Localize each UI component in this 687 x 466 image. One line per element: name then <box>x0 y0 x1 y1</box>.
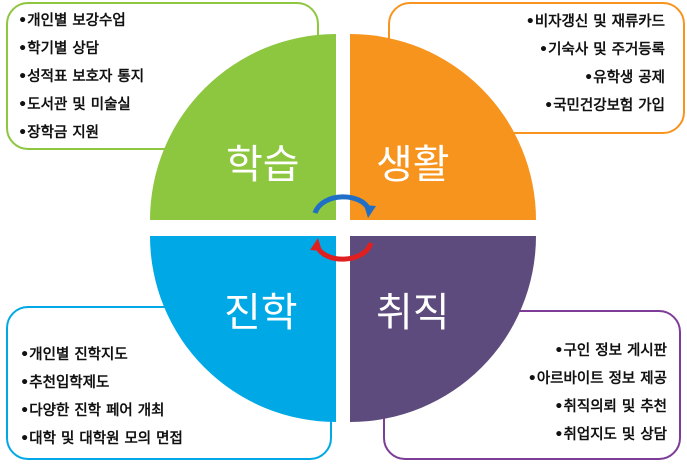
learning-item: •학기별 상담 <box>18 41 100 57</box>
employment-item: •구인 정보 게시판 <box>554 343 667 359</box>
cycle-arrow-bottom-head-icon <box>310 238 322 251</box>
living-item-list: •비자갱신 및 재류카드 •기숙사 및 주거등록 •유학생 공제 •국민건강보험… <box>526 8 665 120</box>
advancement-item: •추천입학제도 <box>20 375 110 391</box>
cycle-arrow-bottom-icon <box>314 241 374 262</box>
employment-quadrant <box>350 236 536 422</box>
cycle-arrow-top-icon <box>312 194 372 215</box>
learning-item: •성적표 보호자 통지 <box>18 69 145 85</box>
cycle-arrow-top-head-icon <box>364 205 376 218</box>
living-item: •비자갱신 및 재류카드 <box>525 14 665 30</box>
living-item: •국민건강보험 가입 <box>543 98 665 114</box>
learning-item: •개인별 보강수업 <box>18 13 126 29</box>
advancement-item: •다양한 진학 페어 개최 <box>20 403 165 419</box>
living-title: 생활 <box>376 142 450 188</box>
living-item: •기숙사 및 주거등록 <box>538 42 665 58</box>
employment-title: 취직 <box>376 290 450 336</box>
advancement-quadrant <box>150 236 336 422</box>
living-item: •유학생 공제 <box>583 70 665 86</box>
learning-item-list: •개인별 보강수업 •학기별 상담 •성적표 보호자 통지 •도서관 및 미술실… <box>18 7 144 147</box>
advancement-title: 진학 <box>224 290 298 336</box>
learning-title: 학습 <box>226 142 300 188</box>
employment-item: •아르바이트 정보 제공 <box>527 371 667 387</box>
advancement-item: •개인별 진학지도 <box>20 347 128 363</box>
employment-item: •취직의뢰 및 추천 <box>554 399 667 415</box>
learning-item: •장학금 지원 <box>18 125 100 141</box>
learning-item: •도서관 및 미술실 <box>18 97 131 113</box>
advancement-item-list: •개인별 진학지도 •추천입학제도 •다양한 진학 페어 개최 •대학 및 대학… <box>20 341 183 453</box>
employment-item: •취업지도 및 상담 <box>554 427 667 443</box>
employment-item-list: •구인 정보 게시판 •아르바이트 정보 제공 •취직의뢰 및 추천 •취업지도… <box>528 337 667 449</box>
living-quadrant <box>350 34 536 220</box>
advancement-item: •대학 및 대학원 모의 면접 <box>20 431 183 447</box>
learning-quadrant <box>150 34 336 220</box>
